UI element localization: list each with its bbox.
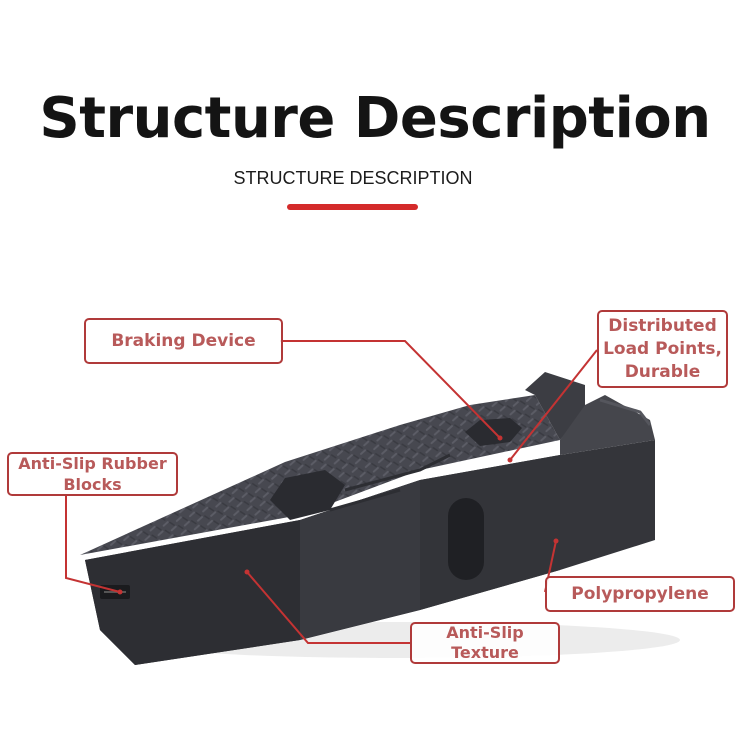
callout-distributed-load: Distributed Load Points, Durable [597,310,728,388]
callout-anti-slip-rubber: Anti-Slip Rubber Blocks [7,452,178,496]
side-oval-cutout [448,498,484,580]
ramp-rear-stop-left [525,372,585,440]
page-title: Structure Description [39,86,711,151]
callout-braking-device-label: Braking Device [111,330,256,351]
page-subtitle: STRUCTURE DESCRIPTION [233,168,473,188]
callout-polypropylene: Polypropylene [545,576,735,612]
hex-pad-front [270,470,345,520]
ramp-mid-face [300,480,420,640]
callout-distributed-load-label: Distributed Load Points, Durable [603,315,722,382]
ramp-rear-face [420,455,560,610]
leader-braking [280,340,501,439]
callout-anti-slip-texture-label: Anti-Slip Texture [446,623,524,662]
leader-dots [117,435,559,595]
leader-texture [246,571,411,644]
leader-distributed [509,349,598,461]
title-underline [287,204,418,210]
ramp-front-face [85,520,300,665]
leader-rubber [65,495,121,593]
callout-anti-slip-rubber-label: Anti-Slip Rubber Blocks [18,454,167,494]
callout-polypropylene-label: Polypropylene [571,583,709,604]
callout-braking-device: Braking Device [84,318,283,364]
callout-anti-slip-texture: Anti-Slip Texture [410,622,560,664]
